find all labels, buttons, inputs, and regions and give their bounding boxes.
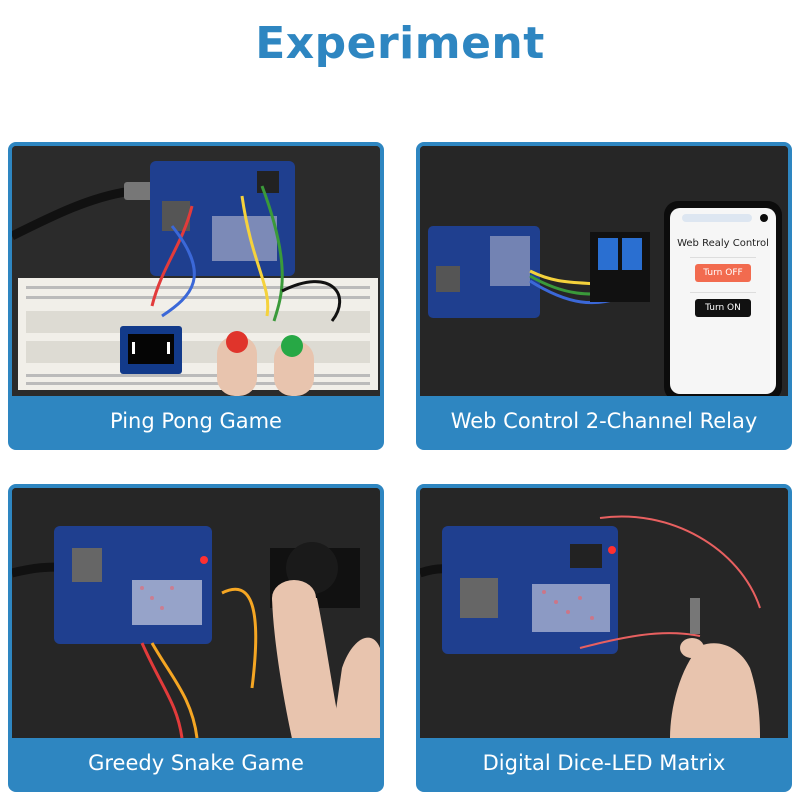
card-caption: Ping Pong Game xyxy=(110,409,282,433)
greedy-snake-photo xyxy=(12,488,380,738)
web-relay-photo: Web Realy Control Turn OFF Turn ON xyxy=(420,146,788,396)
ping-pong-photo xyxy=(12,146,380,396)
card-greedy-snake: Greedy Snake Game xyxy=(8,484,384,792)
card-caption: Web Control 2-Channel Relay xyxy=(450,409,758,433)
digital-dice-photo xyxy=(420,488,788,738)
turn-off-button[interactable]: Turn OFF xyxy=(695,264,751,282)
card-web-relay: Web Realy Control Turn OFF Turn ON Web C… xyxy=(416,142,792,450)
divider xyxy=(690,257,756,258)
divider xyxy=(690,292,756,293)
card-caption: Digital Dice-LED Matrix xyxy=(482,751,726,775)
card-digital-dice: Digital Dice-LED Matrix xyxy=(416,484,792,792)
card-caption: Greedy Snake Game xyxy=(88,751,304,775)
turn-on-button[interactable]: Turn ON xyxy=(695,299,751,317)
relay-app-title: Web Realy Control xyxy=(677,238,769,249)
page-title: Experiment xyxy=(255,18,545,69)
card-ping-pong: Ping Pong Game xyxy=(8,142,384,450)
